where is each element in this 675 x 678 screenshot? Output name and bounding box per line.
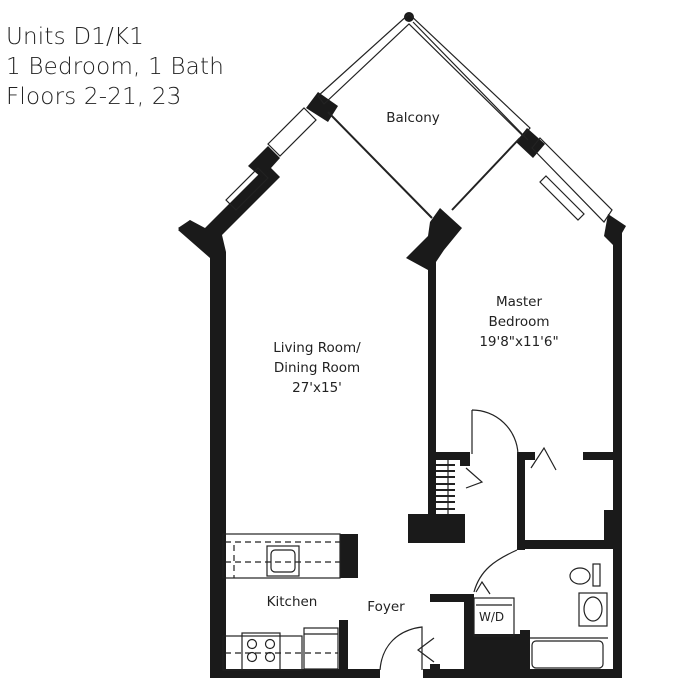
entry-door-mark [417,637,435,663]
room-label-balcony: Balcony [386,110,440,126]
closet-door-swing [465,467,484,489]
left-wall-corner [178,220,216,254]
bedroom-name-line1: Master [495,294,543,310]
living-name-line2: Dining Room [273,360,361,376]
balcony-top-post [404,12,414,22]
balcony-railing-inner [412,21,529,141]
bedroom-closet-wall [517,452,525,550]
bedroom-closet-door [530,446,557,471]
vanity-basin [583,596,603,622]
window-right-upper [531,137,613,223]
center-wall [428,262,436,518]
unit-floors: Floors 2-21, 23 [6,84,182,110]
living-size: 27'x15' [292,380,342,396]
bedroom-size: 19'8"x11'6" [479,334,559,350]
window-left-upper [267,107,317,157]
closet-header-wall [436,452,470,460]
laundry-left-wall [464,594,474,678]
sink-basin [270,549,296,573]
kitchen-fridge-wall [339,620,348,678]
room-label-foyer: Foyer [367,599,405,615]
burner [246,638,258,650]
bedroom-name-line2: Bedroom [488,314,550,330]
unit-name: Units D1/K1 [6,24,145,50]
door-stop [430,664,440,670]
unit-layout: 1 Bedroom, 1 Bath [6,54,224,80]
living-name-line1: Living Room/ [273,340,361,356]
burner [246,651,258,663]
center-post [406,208,462,270]
kitchen-counter-end [340,534,358,578]
balcony-railing [317,13,531,137]
kitchen-counter-upper [222,533,341,579]
sink-icon [266,545,300,577]
closet-right-jamb [604,510,613,544]
closet-jamb [460,460,470,466]
toilet-icon [569,567,591,585]
entry-door-swing [379,626,423,671]
closet-shelves [436,464,455,510]
stove-icon [241,632,281,671]
fixtures [222,13,613,671]
right-outer-wall [613,232,622,678]
bedroom-door-swing [471,409,519,455]
plan-header: Units D1/K1 1 Bedroom, 1 Bath Floors 2-2… [6,22,224,112]
burner [264,638,276,650]
room-label-kitchen: Kitchen [266,594,318,610]
bathtub-icon [531,640,604,669]
burner [264,651,276,663]
foyer-header-wall [430,594,474,602]
bottom-wall-left [210,669,380,678]
toilet-tank [592,563,601,587]
room-label-living: Living Room/ Dining Room 27'x15' [273,338,360,398]
bath-divider [520,630,530,678]
room-label-bedroom: Master Bedroom 19'8"x11'6" [479,292,558,352]
bath-top-wall [517,540,613,549]
window-right-lower [539,175,585,221]
bedroom-closet-header-right [583,452,613,460]
sliding-door-left [327,111,433,219]
washer-dryer-icon [473,597,515,637]
right-corner-post [604,214,626,246]
sink-vanity-icon [578,592,608,627]
bedroom-closet-header-left [517,452,535,460]
column-block [408,514,465,543]
sliding-door-right [451,137,521,211]
washer-dryer-label: W/D [479,610,505,624]
bath-door-hinge [475,580,491,595]
window-left-lower [225,167,269,211]
bath-door-swing [473,549,518,593]
refrigerator-icon [303,627,339,670]
